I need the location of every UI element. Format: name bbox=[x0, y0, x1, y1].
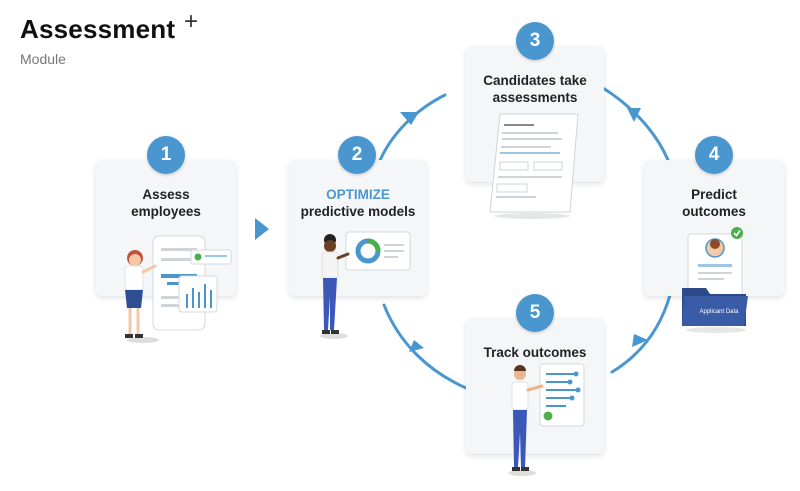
step-2-line1: OPTIMIZE bbox=[326, 187, 390, 202]
arrow-head-2-3 bbox=[400, 112, 419, 125]
arrow-head-5-2 bbox=[409, 340, 424, 352]
arrow-right-icon bbox=[255, 218, 269, 240]
step-badge-1: 1 bbox=[147, 136, 185, 174]
applicant-folder-illustration bbox=[682, 227, 748, 333]
assessment-document-illustration bbox=[489, 113, 579, 219]
step-5-line1: Track outcomes bbox=[483, 345, 587, 360]
person-tracking-illustration bbox=[508, 363, 585, 476]
step-1-line2: employees bbox=[131, 204, 201, 219]
step-card-optimize-models: OPTIMIZE predictive models bbox=[289, 160, 427, 296]
step-4-line1: Predict bbox=[691, 187, 737, 202]
step-2-line2: predictive models bbox=[300, 204, 416, 219]
page-title: Assessment bbox=[20, 14, 176, 44]
folder-label: Applicant Data bbox=[699, 309, 739, 315]
arrow-head-4-5 bbox=[632, 334, 648, 347]
step-1-line1: Assess bbox=[142, 187, 190, 202]
person-with-dashboard-illustration bbox=[320, 231, 411, 339]
person-with-phone-illustration bbox=[124, 235, 232, 343]
header: Assessment + Module bbox=[20, 8, 198, 67]
arrow-head-3-4 bbox=[627, 108, 641, 122]
step-badge-4: 4 bbox=[695, 136, 733, 174]
step-badge-5: 5 bbox=[516, 294, 554, 332]
step-3-line2: assessments bbox=[492, 90, 578, 105]
page-subtitle: Module bbox=[20, 51, 66, 67]
step-3-line1: Candidates take bbox=[483, 73, 587, 88]
plus-icon: + bbox=[184, 8, 199, 35]
step-4-line2: outcomes bbox=[682, 204, 746, 219]
step-badge-3: 3 bbox=[516, 22, 554, 60]
step-badge-2: 2 bbox=[338, 136, 376, 174]
